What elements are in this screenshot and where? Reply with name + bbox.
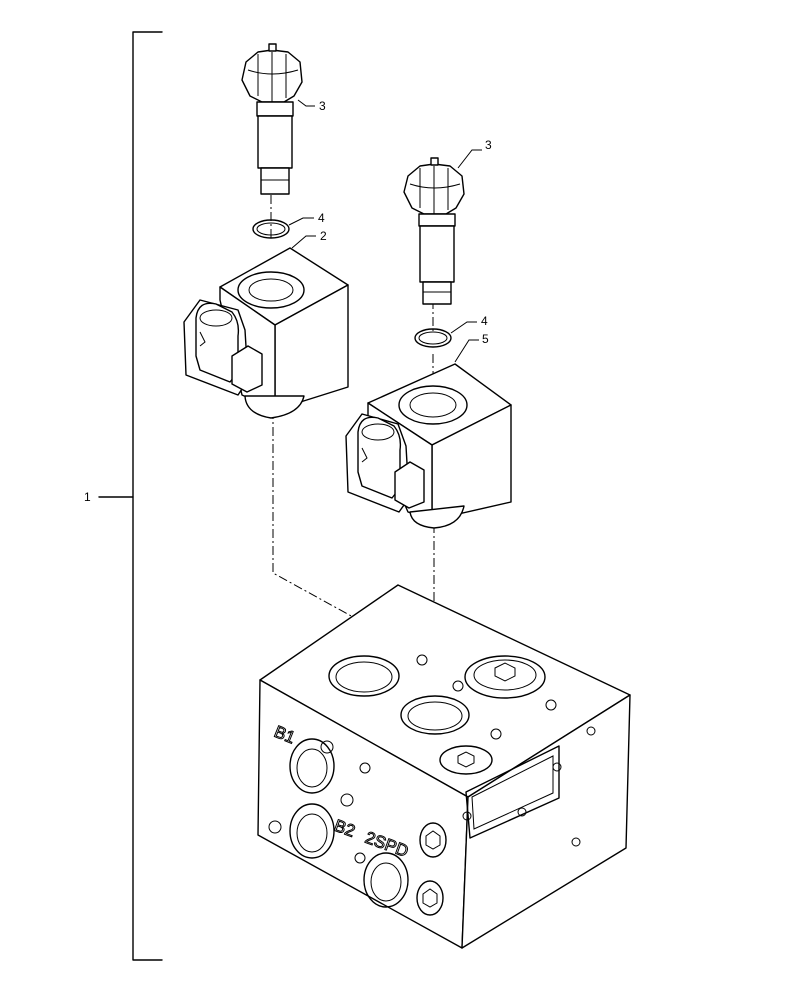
solenoid-coil-upper bbox=[183, 247, 349, 419]
callout-5: 5 bbox=[482, 332, 489, 346]
callout-4-upper: 4 bbox=[318, 211, 325, 225]
assembly-bracket bbox=[98, 31, 163, 961]
o-ring-lower bbox=[414, 328, 452, 348]
callout-3-lower: 3 bbox=[485, 138, 492, 152]
cartridge-valve-upper bbox=[241, 43, 303, 195]
o-ring-upper bbox=[252, 219, 290, 239]
callout-2: 2 bbox=[320, 229, 327, 243]
callout-1: 1 bbox=[84, 490, 91, 504]
callout-3-upper: 3 bbox=[319, 99, 326, 113]
callout-4-lower: 4 bbox=[481, 314, 488, 328]
cartridge-valve-lower bbox=[403, 157, 465, 305]
solenoid-coil-lower bbox=[345, 363, 512, 529]
manifold-block: B1 B2 2SPD bbox=[257, 584, 631, 949]
callout-3-leader-upper bbox=[297, 99, 315, 107]
